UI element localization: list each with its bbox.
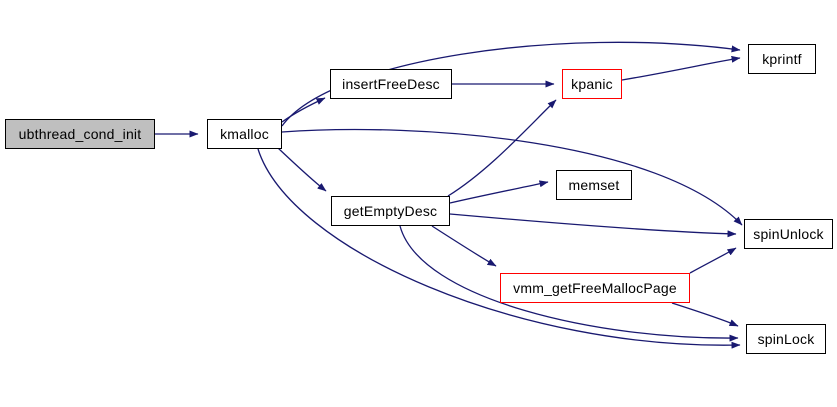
graph-edge-getEmptyDesc-to-vmm_getFreeMallocPage: [431, 225, 497, 267]
graph-edge-vmm_getFreeMallocPage-to-spinUnlock: [689, 247, 737, 274]
graph-edge-vmm_getFreeMallocPage-to-spinLock: [671, 302, 739, 327]
graph-edge-kmalloc-to-kprintf: [281, 41, 741, 127]
graph-node-memset[interactable]: memset: [556, 170, 632, 200]
graph-edge-kmalloc-to-getEmptyDesc: [277, 147, 327, 192]
graph-node-label: kmalloc: [220, 126, 269, 142]
graph-edge-kmalloc-to-insertFreeDesc: [281, 97, 326, 123]
graph-edge-getEmptyDesc-to-kpanic: [447, 99, 557, 197]
graph-node-label: insertFreeDesc: [342, 76, 440, 92]
graph-node-vmm_getFreeMallocPage[interactable]: vmm_getFreeMallocPage: [500, 273, 690, 303]
graph-node-label: memset: [568, 177, 620, 193]
graph-node-kpanic[interactable]: kpanic: [562, 69, 622, 99]
graph-node-label: kprintf: [762, 51, 802, 67]
graph-node-spinLock[interactable]: spinLock: [746, 324, 826, 354]
graph-node-getEmptyDesc[interactable]: getEmptyDesc: [331, 196, 450, 226]
graph-node-label: spinUnlock: [753, 226, 824, 242]
graph-edge-getEmptyDesc-to-spinLock: [399, 225, 739, 342]
graph-node-label: vmm_getFreeMallocPage: [513, 280, 677, 296]
graph-node-kmalloc[interactable]: kmalloc: [207, 119, 282, 149]
graph-node-label: ubthread_cond_init: [18, 126, 142, 142]
graph-node-spinUnlock[interactable]: spinUnlock: [744, 219, 833, 249]
graph-edge-kmalloc-to-spinLock: [257, 148, 741, 349]
graph-node-label: spinLock: [757, 331, 815, 347]
graph-edge-kmalloc-to-spinUnlock: [281, 128, 743, 226]
graph-node-insertFreeDesc[interactable]: insertFreeDesc: [330, 69, 452, 99]
graph-node-ubthread_cond_init[interactable]: ubthread_cond_init: [5, 119, 155, 149]
graph-edge-kpanic-to-kprintf: [621, 55, 741, 81]
graph-node-kprintf[interactable]: kprintf: [748, 44, 816, 74]
graph-edge-getEmptyDesc-to-memset: [449, 180, 549, 204]
graph-node-label: kpanic: [571, 76, 613, 92]
graph-edge-getEmptyDesc-to-spinUnlock: [449, 213, 737, 238]
graph-node-label: getEmptyDesc: [343, 203, 438, 219]
